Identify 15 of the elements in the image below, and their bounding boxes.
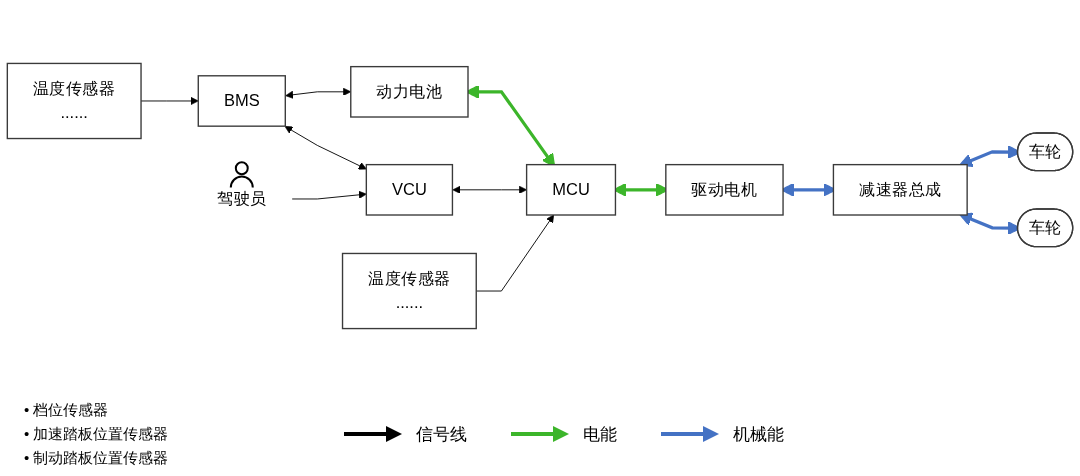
list-item: • 档位传感器 bbox=[24, 400, 109, 420]
node-box: 减速器总成 bbox=[832, 163, 968, 216]
node-box: VCU bbox=[365, 163, 454, 216]
node-box: 动力电池 bbox=[350, 65, 469, 118]
list-item: • 加速踏板位置传感器 bbox=[24, 424, 169, 444]
node-box: MCU bbox=[525, 163, 617, 216]
legend-text: 机械能 bbox=[733, 423, 784, 446]
node-box: 温度传感器 ...... bbox=[341, 252, 477, 330]
node-box: 驱动电机 bbox=[665, 163, 784, 216]
node-box: BMS bbox=[197, 75, 286, 127]
legend-text: 电能 bbox=[583, 423, 617, 446]
list-item: • 制动踏板位置传感器 bbox=[24, 448, 169, 468]
node-box: 温度传感器 ...... bbox=[6, 62, 142, 140]
legend-text: 信号线 bbox=[416, 423, 467, 446]
node-text: 驾驶员 bbox=[217, 189, 267, 208]
